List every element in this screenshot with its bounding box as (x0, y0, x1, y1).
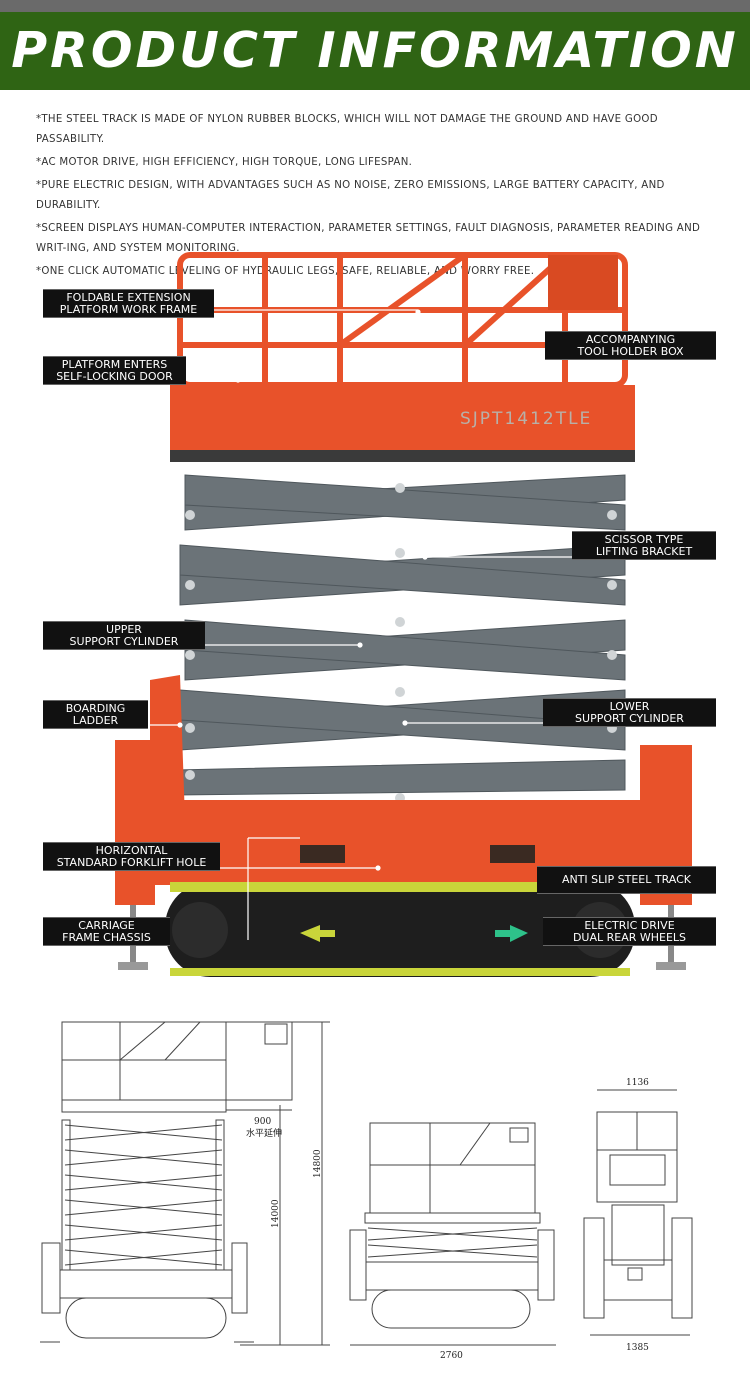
dim-2760: 2760 (440, 1351, 463, 1361)
callout-line: UPPER (106, 622, 142, 636)
callout-line: TOOL HOLDER BOX (577, 344, 684, 358)
callout-steel-track: ANTI SLIP STEEL TRACK (537, 866, 716, 894)
callout-line: SELF-LOCKING DOOR (56, 369, 173, 383)
dim-1385: 1385 (626, 1343, 649, 1353)
callout-line: SUPPORT CYLINDER (69, 634, 179, 648)
dim-14800: 14800 (313, 1149, 323, 1178)
feature-list: *THE STEEL TRACK IS MADE OF NYLON RUBBER… (36, 110, 716, 285)
callout-line: CARRIAGE (78, 918, 135, 932)
front-view (583, 1089, 693, 1336)
callout-line: LOWER (609, 699, 650, 713)
callout-line: BOARDING (65, 701, 126, 715)
callout-scissor-bracket: SCISSOR TYPE LIFTING BRACKET (572, 531, 716, 560)
callout-foldable-frame: FOLDABLE EXTENSION PLATFORM WORK FRAME (43, 289, 214, 318)
dim-900: 900 (254, 1117, 271, 1127)
callout-line: STANDARD FORKLIFT HOLE (56, 855, 207, 869)
header-banner: PRODUCT INFORMATION (0, 12, 750, 90)
outrigger-left (115, 740, 155, 905)
dim-1136: 1136 (626, 1078, 649, 1088)
product-photo: SJPT1412TLE (115, 252, 692, 977)
feature-item: *SCREEN DISPLAYS HUMAN-COMPUTER INTERACT… (36, 223, 701, 254)
tool-holder-box (548, 255, 618, 310)
dim-14000: 14000 (271, 1199, 281, 1228)
callout-line: FOLDABLE EXTENSION (66, 290, 191, 304)
callout-line: SUPPORT CYLINDER (575, 711, 684, 725)
callout-line: PLATFORM ENTERS (61, 357, 168, 371)
callout-self-locking-door: PLATFORM ENTERS SELF-LOCKING DOOR (43, 356, 186, 385)
callout-carriage-chassis: CARRIAGE FRAME CHASSIS (43, 917, 170, 946)
side-view-scissors (61, 1119, 225, 1271)
platform-deck (170, 385, 635, 455)
scissor-pins (185, 483, 617, 803)
callout-line: DUAL REAR WHEELS (572, 930, 687, 944)
callout-line: HORIZONTAL (95, 843, 168, 857)
side-view-lowered (349, 1122, 556, 1346)
callout-line: ACCOMPANYING (585, 332, 676, 346)
dimension-drawings: 900 水平延伸 14800 14000 2760 1136 1385 (40, 1021, 693, 1361)
callout-line: SCISSOR TYPE (604, 532, 684, 546)
callout-tool-holder-box: ACCOMPANYING TOOL HOLDER BOX (545, 331, 716, 360)
feature-item: *THE STEEL TRACK IS MADE OF NYLON RUBBER… (36, 114, 658, 145)
callout-upper-cylinder: UPPER SUPPORT CYLINDER (43, 621, 205, 650)
feature-item: *PURE ELECTRIC DESIGN, WITH ADVANTAGES S… (36, 180, 665, 211)
page-title: PRODUCT INFORMATION (11, 22, 739, 79)
callout-line: FRAME CHASSIS (62, 930, 151, 944)
callout-line: ELECTRIC DRIVE (584, 918, 675, 932)
callout-dual-rear-wheels: ELECTRIC DRIVE DUAL REAR WHEELS (543, 917, 716, 946)
callout-line: LADDER (72, 713, 119, 727)
feature-item: *ONE CLICK AUTOMATIC LEVELING OF HYDRAUL… (36, 266, 535, 277)
model-plate: SJPT1412TLE (460, 409, 592, 429)
callout-lower-cylinder: LOWER SUPPORT CYLINDER (543, 698, 716, 727)
callout-forklift-hole: HORIZONTAL STANDARD FORKLIFT HOLE (43, 842, 220, 871)
top-strip (0, 0, 750, 12)
callout-line: PLATFORM WORK FRAME (59, 302, 198, 316)
side-view-raised (40, 1021, 330, 1346)
callout-line: ANTI SLIP STEEL TRACK (561, 873, 692, 886)
scissor-lift-arms (174, 474, 626, 796)
callout-line: LIFTING BRACKET (595, 544, 693, 558)
steel-track (165, 882, 635, 977)
callout-boarding-ladder: BOARDING LADDER (43, 700, 148, 729)
boarding-ladder (150, 675, 185, 830)
dim-900-note: 水平延伸 (246, 1127, 282, 1139)
feature-item: *AC MOTOR DRIVE, HIGH EFFICIENCY, HIGH T… (36, 157, 413, 168)
